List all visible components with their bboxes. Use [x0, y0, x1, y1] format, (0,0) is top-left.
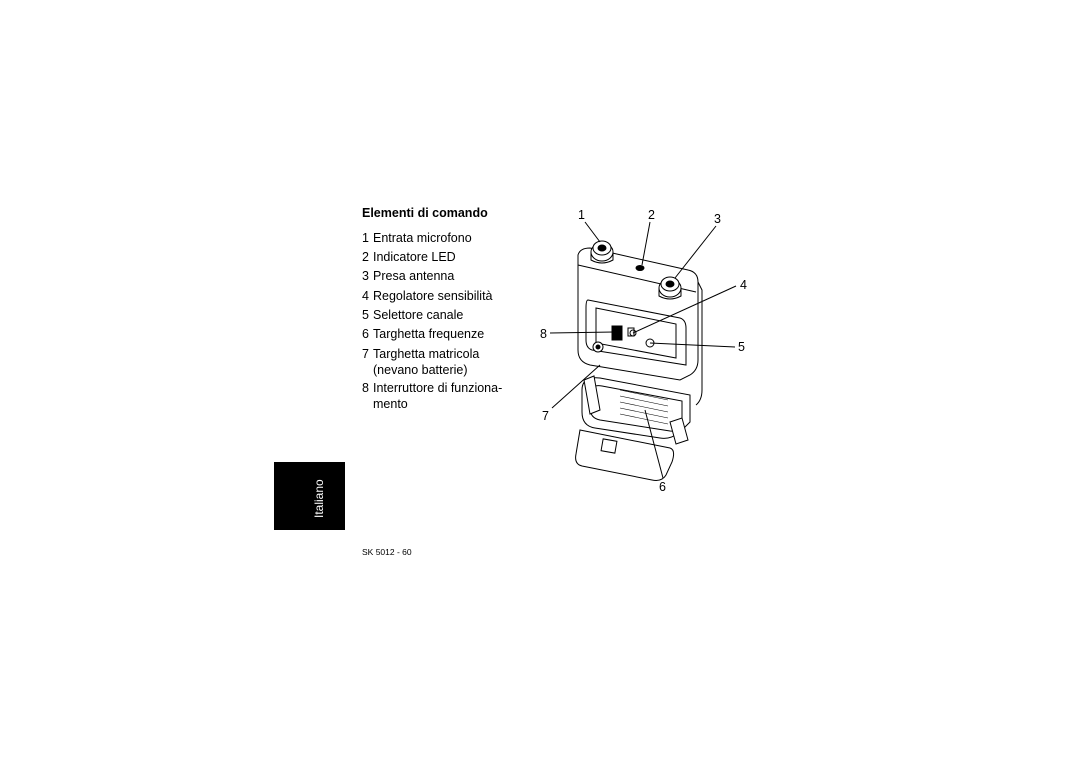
list-item: 5 Selettore canale — [362, 306, 502, 325]
callout-4: 4 — [740, 278, 747, 292]
callout-8: 8 — [540, 327, 547, 341]
callout-7: 7 — [542, 409, 549, 423]
item-number: 2 — [362, 250, 369, 265]
item-label: Targhetta frequenze — [373, 327, 485, 342]
item-number: 6 — [362, 327, 369, 342]
item-label: Indicatore LED — [373, 250, 456, 265]
item-label-continuation: (nevano batterie) — [373, 363, 468, 378]
language-tab: Italiano — [274, 462, 345, 530]
list-item: 7 Targhetta matricola(nevano batterie) — [362, 346, 502, 378]
list-item: 2 Indicatore LED — [362, 248, 502, 267]
list-item: 4 Regolatore sensibilità — [362, 287, 502, 306]
language-tab-label: Italiano — [312, 479, 326, 518]
callout-5: 5 — [738, 340, 745, 354]
controls-list: 1 Entrata microfono 2 Indicatore LED 3 Pres… — [362, 229, 502, 414]
item-number: 5 — [362, 307, 369, 322]
item-label: Regolatore sensibilità — [373, 288, 493, 303]
item-number: 1 — [362, 231, 369, 245]
list-item: 6 Targhetta frequenze — [362, 325, 502, 344]
callout-3: 3 — [714, 212, 721, 226]
list-item: 8 Interruttore di funziona-mento — [362, 380, 502, 412]
transmitter-illustration: 1 2 3 4 5 6 7 8 — [540, 208, 747, 494]
section-heading: Elementi di comando — [362, 206, 488, 220]
item-label-continuation: mento — [373, 397, 408, 412]
page-footer: SK 5012 - 60 — [362, 547, 412, 557]
item-label: Selettore canale — [373, 307, 464, 322]
item-number: 4 — [362, 288, 369, 303]
item-label: Presa antenna — [373, 269, 455, 284]
list-item: 3 Presa antenna — [362, 267, 502, 286]
item-label: Entrata microfono — [373, 231, 472, 245]
callout-6: 6 — [659, 480, 666, 494]
item-number: 7 — [362, 347, 369, 362]
item-number: 3 — [362, 269, 369, 284]
callout-1: 1 — [578, 208, 585, 222]
list-item: 1 Entrata microfono — [362, 229, 502, 248]
item-number: 8 — [362, 381, 369, 396]
callout-2: 2 — [648, 208, 655, 222]
item-label: Targhetta matricola — [373, 347, 480, 362]
item-label: Interruttore di funziona- — [373, 381, 503, 396]
